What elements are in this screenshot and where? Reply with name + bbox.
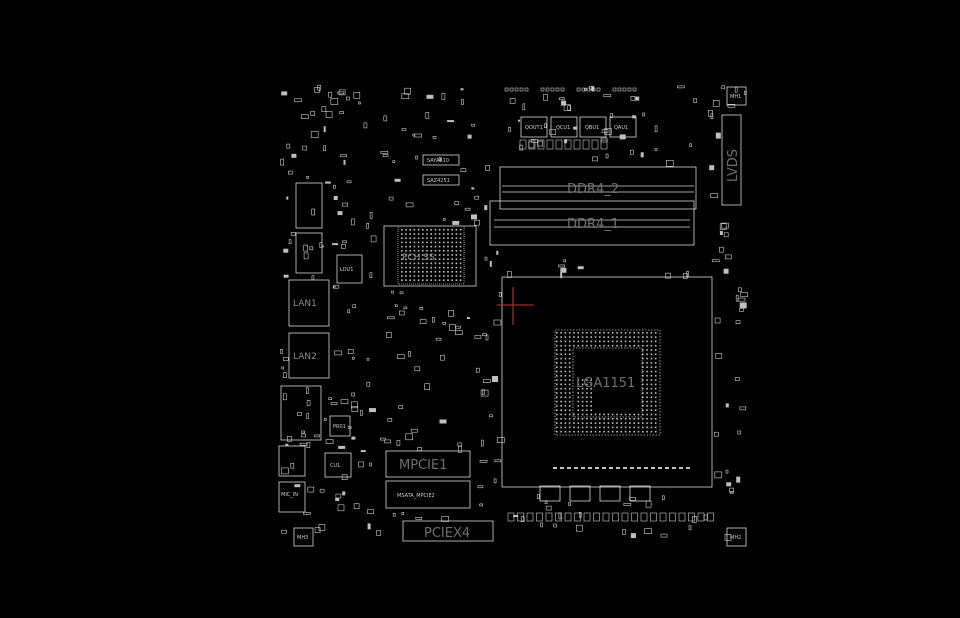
pr01-label: PR01 [333,424,346,430]
mh2-label: MH2 [730,535,741,541]
lan2-label: LAN2 [293,352,317,362]
lan1-label: LAN1 [293,299,317,309]
qout1 [520,116,548,138]
mounting-hole-bottom-right [726,527,747,547]
lou1-label: LOU1 [340,267,353,273]
mpcie1-slot [385,450,471,478]
lan2-port [288,332,330,379]
lvds-label: LVDS [726,149,741,182]
pch-label: PCH SS [402,253,435,263]
mpcie1-label: MPCIE1 [399,458,447,473]
lan1-port [288,279,330,327]
qcu1-label: QCU1 [556,125,570,131]
ddr4-1-label: DDR4_1 [567,217,619,232]
lga-label: LGA1151 [576,376,635,391]
ddr4-2-label: DDR4_2 [567,182,619,197]
mic-in-label: MIC_IN [281,492,298,498]
crosshair-marker [497,287,534,325]
pciex4-slot [402,520,494,542]
audio-jack [278,445,306,477]
mounting-hole-bottom-left [293,527,314,547]
pciex4-label: PCIEX4 [424,526,470,541]
saya2-label: SAZ4251 [427,178,450,184]
vga-port [280,385,322,441]
io-block-top [295,182,323,229]
qau1-label: QAU1 [614,125,628,131]
saya-box [422,154,460,166]
mounting-hole-top-right [726,86,747,106]
io-block-mid [295,232,323,274]
qout1-label: QOUT1 [525,125,543,131]
cu1-label: CU1 [330,463,340,469]
cpu-socket [501,276,713,488]
qbu1-label: QBU1 [585,125,599,131]
pr01-chip [329,415,351,437]
msata-slot [385,480,471,509]
qbu1 [579,116,607,138]
cu1-chip [324,452,352,478]
passive-components [280,84,748,541]
msata-label: MSATA_MPCIE2 [397,493,435,499]
ddr4-1-slot [489,200,695,246]
saya-label: SAYA810 [427,158,449,164]
mh3-label: MH3 [297,535,308,541]
lvds-connector [721,114,742,206]
mic-in-jack [278,481,306,513]
saya2-box [422,174,460,186]
mh1-label: MH1 [730,94,741,100]
component-outlines [278,86,747,547]
ddr4-2-slot [499,166,697,210]
lou1-chip [336,254,363,284]
